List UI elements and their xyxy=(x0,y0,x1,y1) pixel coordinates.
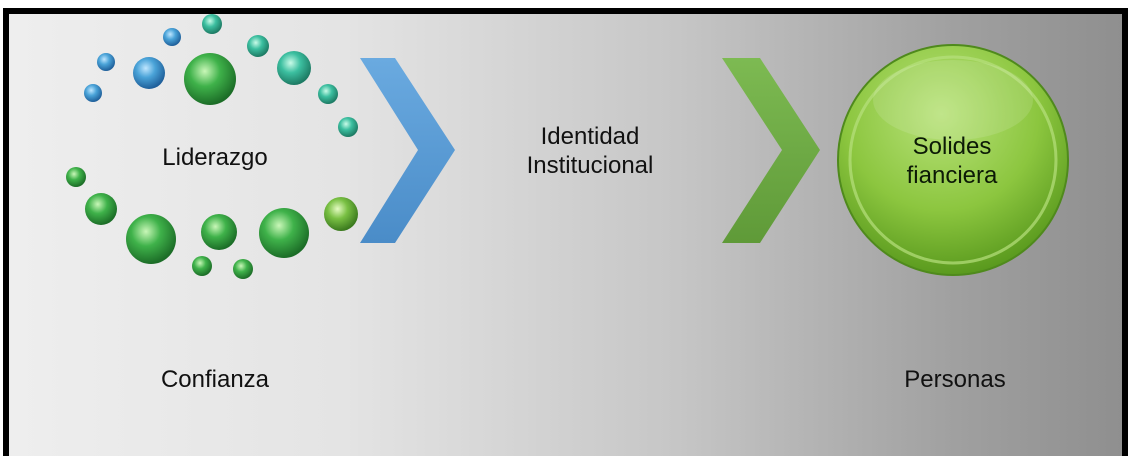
label-confianza: Confianza xyxy=(160,366,270,393)
label-solides-line2: fianciera xyxy=(906,162,998,189)
bubble xyxy=(133,57,165,89)
bubble xyxy=(247,35,269,57)
bubble xyxy=(233,259,253,279)
bubble-ring xyxy=(66,14,358,279)
solides-circle xyxy=(837,44,1069,276)
label-personas: Personas xyxy=(904,366,1006,393)
bubble xyxy=(192,256,212,276)
bubble xyxy=(318,84,338,104)
bubble xyxy=(338,117,358,137)
bubble xyxy=(85,193,117,225)
label-identidad-line2: Institucional xyxy=(526,152,654,179)
bubble xyxy=(163,28,181,46)
bubble xyxy=(277,51,311,85)
bubble xyxy=(97,53,115,71)
label-solides-line1: Solides xyxy=(912,133,992,160)
bubble xyxy=(84,84,102,102)
bubble xyxy=(324,197,358,231)
bubble xyxy=(201,214,237,250)
label-identidad-institucional: Identidad Institucional xyxy=(480,122,700,180)
blue-chevron-arrow xyxy=(360,58,455,243)
label-identidad-line1: Identidad xyxy=(540,123,640,150)
bubble xyxy=(202,14,222,34)
bubble xyxy=(66,167,86,187)
bubble xyxy=(126,214,176,264)
bubble xyxy=(259,208,309,258)
green-chevron-arrow xyxy=(722,58,820,243)
label-liderazgo: Liderazgo xyxy=(162,144,268,171)
label-solides-fianciera: Solides fianciera xyxy=(862,132,1042,190)
bubble xyxy=(184,53,236,105)
